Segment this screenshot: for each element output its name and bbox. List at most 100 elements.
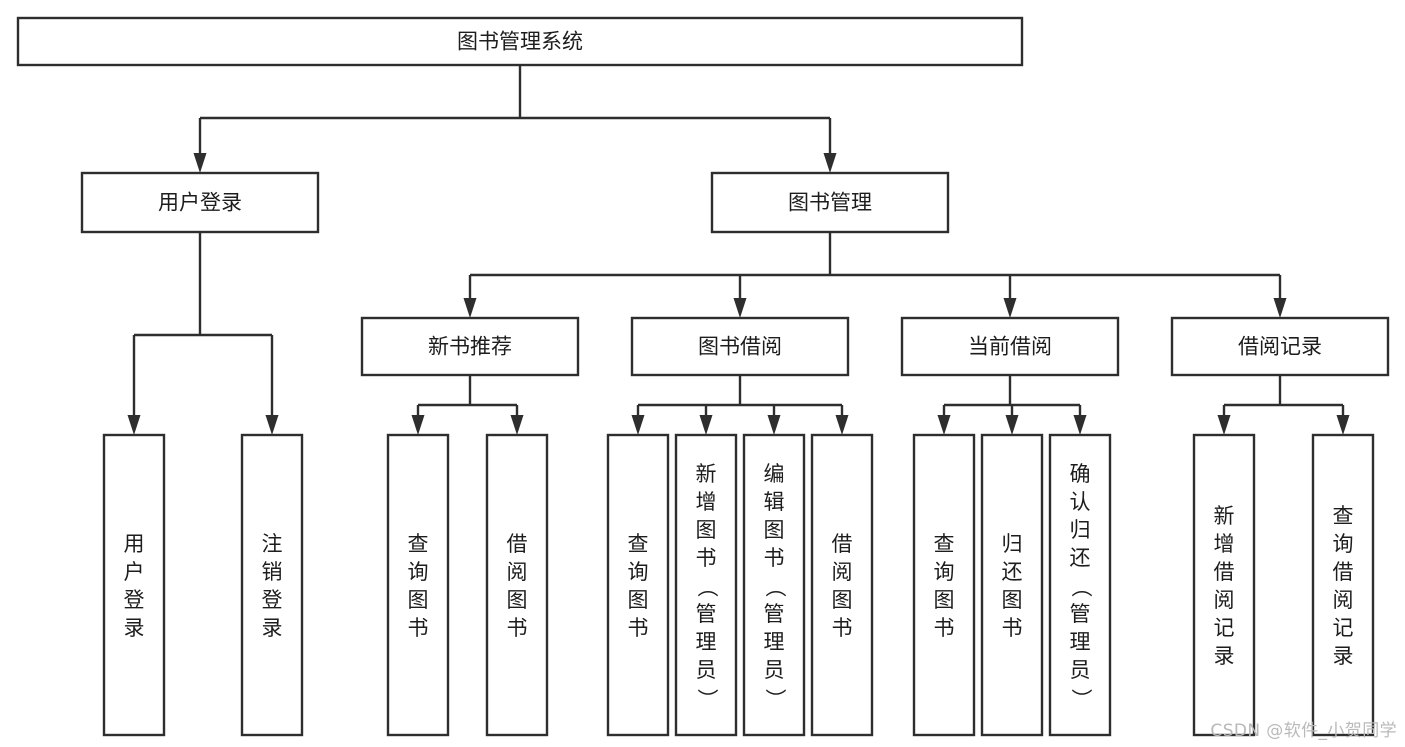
node-label-char: 询: [408, 560, 429, 584]
node-label-char: 注: [262, 532, 283, 556]
arrow-head-icon: [1003, 298, 1017, 318]
connector-layer: [127, 65, 1350, 435]
node-book-borrow[interactable]: 图书借阅: [630, 316, 850, 377]
node-leaf-add-borrow-record[interactable]: 新增借阅记录新增借阅记录: [1192, 433, 1256, 737]
node-label-char: 编: [764, 462, 785, 486]
node-box[interactable]: [1170, 316, 1390, 377]
node-box[interactable]: [1048, 433, 1112, 737]
node-box[interactable]: [810, 433, 874, 737]
node-label-char: 书: [832, 616, 853, 640]
node-box[interactable]: [900, 316, 1120, 377]
node-label-char: 书: [934, 616, 955, 640]
node-box[interactable]: [674, 433, 738, 737]
node-label-char: 管: [1070, 602, 1091, 626]
node-box[interactable]: [710, 171, 950, 234]
node-box[interactable]: [630, 316, 850, 377]
node-label-char: 增: [1214, 532, 1235, 556]
node-leaf-query-borrow-record[interactable]: 查询借阅记录查询借阅记录: [1311, 433, 1375, 737]
arrow-head-icon: [767, 415, 781, 435]
arrow-head-icon: [1073, 415, 1087, 435]
connector-group-new-book-recommend: [411, 375, 524, 435]
arrow-head-icon: [265, 415, 279, 435]
node-label-char: 借: [507, 532, 528, 556]
node-label-char: ）: [695, 688, 719, 709]
node-leaf-return-book[interactable]: 归还图书归还图书: [980, 433, 1044, 737]
node-box[interactable]: [102, 433, 166, 737]
node-label-char: 录: [124, 616, 145, 640]
node-label-char: 询: [628, 560, 649, 584]
node-leaf-borrow-book-2[interactable]: 借阅图书借阅图书: [810, 433, 874, 737]
node-current-borrow[interactable]: 当前借阅: [900, 316, 1120, 377]
node-label-char: 登: [262, 588, 283, 612]
node-leaf-user-login[interactable]: 用户登录用户登录: [102, 433, 166, 737]
arrow-head-icon: [1273, 298, 1287, 318]
node-label-char: 员: [1070, 658, 1091, 682]
node-root[interactable]: 图书管理系统: [16, 16, 1024, 67]
node-label: 新书推荐: [428, 335, 512, 359]
node-label-char: 员: [696, 658, 717, 682]
node-label-char: 书: [628, 616, 649, 640]
node-label-char: 理: [1070, 630, 1091, 654]
node-leaf-logout-login[interactable]: 注销登录注销登录: [240, 433, 304, 737]
node-box[interactable]: [912, 433, 976, 737]
node-label-char: 用: [124, 532, 145, 556]
node-label-char: 图: [507, 588, 528, 612]
connector-group-root: [193, 65, 837, 173]
node-box[interactable]: [606, 433, 670, 737]
node-book-manage[interactable]: 图书管理: [710, 171, 950, 234]
node-box[interactable]: [80, 171, 320, 234]
node-label: 图书管理: [788, 191, 872, 215]
node-box[interactable]: [386, 433, 450, 737]
node-label-char: 查: [408, 532, 429, 556]
watermark-label: CSDN @软件_小贺同学: [1210, 721, 1397, 741]
node-label-char: 录: [262, 616, 283, 640]
arrow-head-icon: [631, 415, 645, 435]
connector-group-current-borrow: [937, 375, 1087, 435]
node-label-char: 查: [628, 532, 649, 556]
node-label-char: 阅: [1333, 588, 1354, 612]
arrow-head-icon: [127, 415, 141, 435]
node-label-char: 书: [764, 546, 785, 570]
node-label-char: 查: [934, 532, 955, 556]
node-leaf-query-book-3[interactable]: 查询图书查询图书: [912, 433, 976, 737]
node-box[interactable]: [1311, 433, 1375, 737]
arrow-head-icon: [510, 415, 524, 435]
connector-group-borrow-record: [1217, 375, 1350, 435]
node-label-char: 增: [696, 490, 717, 514]
node-leaf-query-book-1[interactable]: 查询图书查询图书: [386, 433, 450, 737]
node-box[interactable]: [1192, 433, 1256, 737]
node-label: 用户登录: [158, 191, 242, 215]
node-label-char: 录: [1333, 644, 1354, 668]
node-label: 图书借阅: [698, 335, 782, 359]
node-label-char: 图: [1002, 588, 1023, 612]
node-box[interactable]: [240, 433, 304, 737]
node-label-char: 理: [696, 630, 717, 654]
node-label-char: 管: [764, 602, 785, 626]
node-label-char: 归: [1070, 518, 1091, 542]
node-label-char: 还: [1070, 546, 1091, 570]
node-label-char: （: [763, 576, 787, 597]
node-box[interactable]: [360, 316, 580, 377]
node-label-char: （: [695, 576, 719, 597]
node-box[interactable]: [742, 433, 806, 737]
node-box[interactable]: [16, 16, 1024, 67]
node-label-char: 书: [696, 546, 717, 570]
node-box[interactable]: [980, 433, 1044, 737]
node-label-char: 户: [124, 560, 145, 584]
node-borrow-record[interactable]: 借阅记录: [1170, 316, 1390, 377]
node-box[interactable]: [485, 433, 549, 737]
arrow-head-icon: [193, 153, 207, 173]
arrow-head-icon: [733, 298, 747, 318]
node-label-char: 阅: [507, 560, 528, 584]
node-new-book-recommend[interactable]: 新书推荐: [360, 316, 580, 377]
node-user-login[interactable]: 用户登录: [80, 171, 320, 234]
node-leaf-borrow-book-1[interactable]: 借阅图书借阅图书: [485, 433, 549, 737]
node-label-char: 书: [1002, 616, 1023, 640]
node-label-char: 新: [696, 462, 717, 486]
node-label-char: （: [1069, 576, 1093, 597]
node-leaf-query-book-2[interactable]: 查询图书查询图书: [606, 433, 670, 737]
arrow-head-icon: [1217, 415, 1231, 435]
